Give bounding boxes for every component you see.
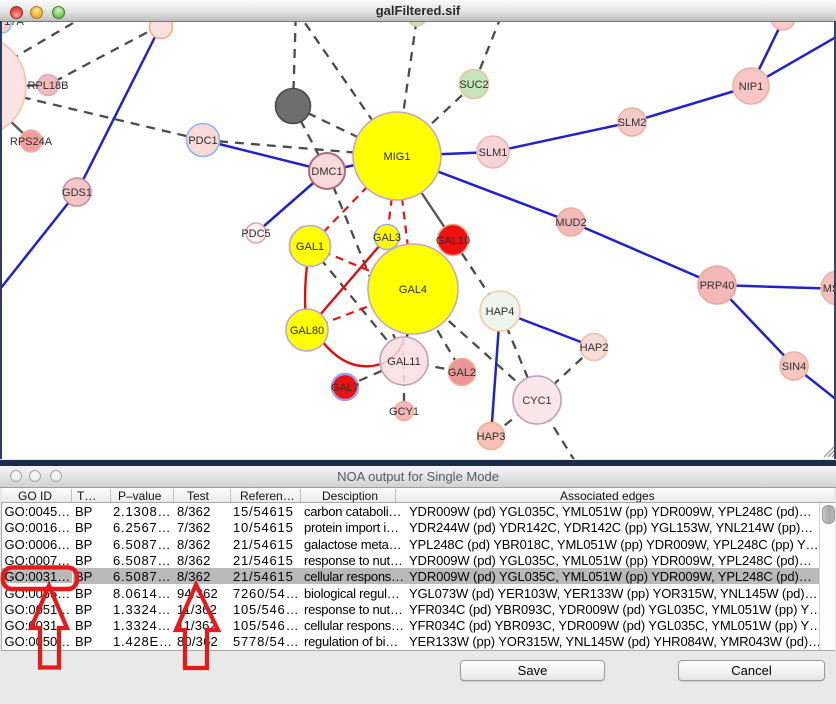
svg-text:SUC2: SUC2 <box>459 79 488 91</box>
svg-text:GAL11: GAL11 <box>387 356 420 368</box>
svg-text:RPS24A: RPS24A <box>10 136 53 148</box>
svg-text:HAP4: HAP4 <box>486 306 515 318</box>
svg-text:HAP2: HAP2 <box>580 342 609 354</box>
svg-text:GAL80: GAL80 <box>290 325 324 337</box>
svg-text:GDS1: GDS1 <box>62 187 92 199</box>
svg-text:GAL10: GAL10 <box>436 235 470 247</box>
svg-text:MIG1: MIG1 <box>384 151 411 163</box>
svg-text:DMC1: DMC1 <box>311 166 342 178</box>
svg-text:RPL18B: RPL18B <box>28 80 69 92</box>
svg-text:GCY1: GCY1 <box>389 406 419 418</box>
svg-text:CYC1: CYC1 <box>522 395 551 407</box>
svg-text:NIP1: NIP1 <box>739 81 763 93</box>
svg-text:SLM1: SLM1 <box>479 147 508 159</box>
svg-text:GAL2: GAL2 <box>448 367 476 379</box>
svg-text:PDC1: PDC1 <box>188 135 217 147</box>
svg-text:GAL1: GAL1 <box>296 241 324 253</box>
svg-text:PDC5: PDC5 <box>241 228 270 240</box>
svg-text:MUD2: MUD2 <box>555 217 586 229</box>
svg-text:SLM2: SLM2 <box>618 117 647 129</box>
svg-text:GAL7: GAL7 <box>331 382 359 394</box>
svg-text:SIN4: SIN4 <box>782 361 806 373</box>
svg-text:MSN5: MSN5 <box>823 283 836 295</box>
svg-text:GAL3: GAL3 <box>373 232 401 244</box>
svg-text:PRP40: PRP40 <box>700 280 735 292</box>
svg-text:HAP3: HAP3 <box>477 431 506 443</box>
svg-text:GAL4: GAL4 <box>399 284 427 296</box>
